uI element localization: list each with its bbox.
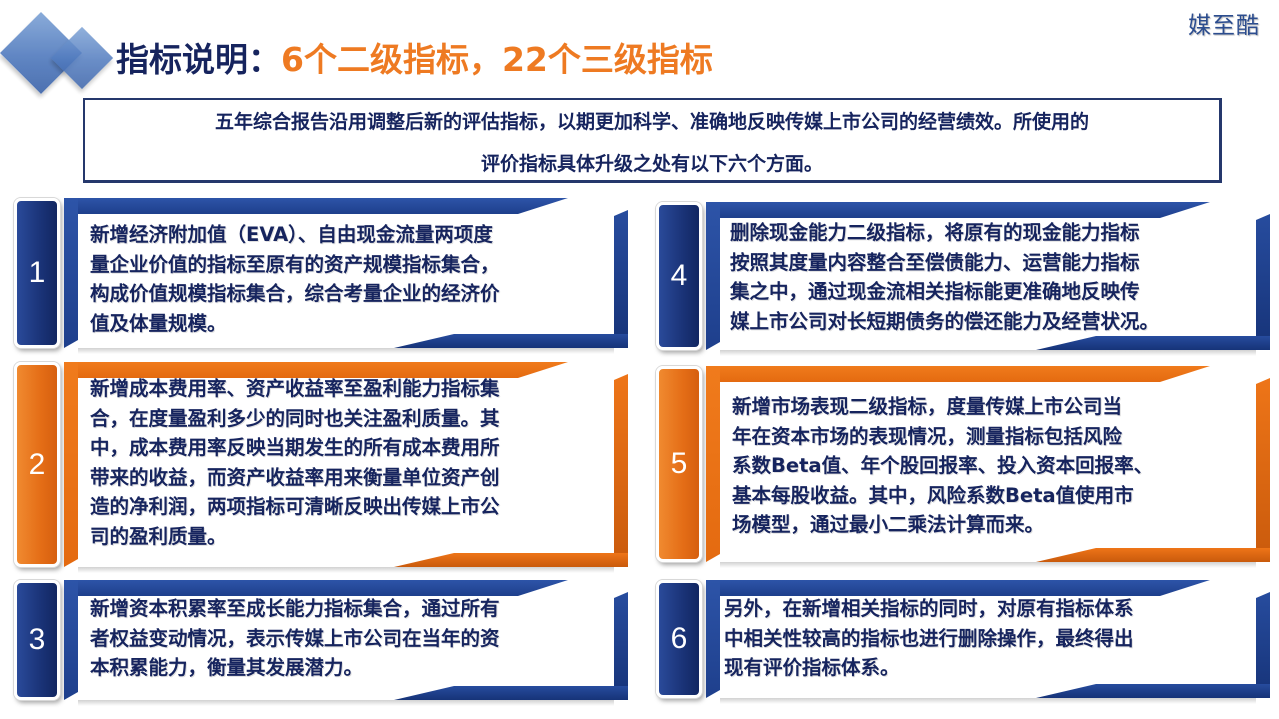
card-text: 新增市场表现二级指标，度量传媒上市公司当 年在资本市场的表现情况，测量指标包括风… (732, 392, 1250, 540)
card-text: 另外，在新增相关指标的同时，对原有指标体系 中相关性较高的指标也进行删除操作，最… (724, 594, 1250, 683)
card-line: 中相关性较高的指标也进行删除操作，最终得出 (724, 626, 1134, 650)
card-line: 带来的收益，而资产收益率用来衡量单位资产创 (90, 465, 500, 489)
card-number-badge: 1 (14, 198, 60, 348)
card-frame: 新增经济附加值（EVA）、自由现金流量两项度 量企业价值的指标至原有的资产规模指… (64, 198, 628, 354)
brand-logo: 媒至酷 (1188, 13, 1260, 39)
card-number-badge: 4 (656, 202, 702, 350)
card-line: 新增成本费用率、资产收益率至盈利能力指标集 (90, 377, 500, 400)
card-line: 系数Beta值、年个股回报率、投入资本回报率、 (732, 454, 1154, 477)
indicator-card-2: 2 新增成本费用率、资产收益率至盈利能力指标集 合，在度量盈利多少的同时也关注盈… (14, 362, 628, 573)
title-highlight: 6个二级指标，22个三级指标 (281, 40, 713, 79)
page-title: 指标说明：6个二级指标，22个三级指标 (116, 38, 713, 82)
card-frame: 新增成本费用率、资产收益率至盈利能力指标集 合，在度量盈利多少的同时也关注盈利质… (64, 362, 628, 573)
indicator-card-5: 5 新增市场表现二级指标，度量传媒上市公司当 年在资本市场的表现情况，测量指标包… (656, 366, 1270, 568)
card-line: 集之中，通过现金流相关指标能更准确地反映传 (730, 280, 1140, 303)
card-line: 本积累能力，衡量其发展潜力。 (90, 656, 364, 679)
title-prefix: 指标说明： (116, 40, 281, 79)
card-line: 基本每股收益。其中，风险系数Beta值使用市 (732, 483, 1134, 507)
card-text: 删除现金能力二级指标，将原有的现金能力指标 按照其度量内容整合至偿债能力、运营能… (730, 218, 1250, 336)
card-frame: 另外，在新增相关指标的同时，对原有指标体系 中相关性较高的指标也进行删除操作，最… (706, 580, 1270, 704)
card-line: 合，在度量盈利多少的同时也关注盈利质量。其 (90, 406, 500, 430)
card-text: 新增成本费用率、资产收益率至盈利能力指标集 合，在度量盈利多少的同时也关注盈利质… (90, 374, 608, 551)
card-line: 媒上市公司对长短期债务的偿还能力及经营状况。 (730, 309, 1160, 333)
card-number-badge: 5 (656, 366, 702, 562)
card-line: 删除现金能力二级指标，将原有的现金能力指标 (730, 221, 1140, 244)
card-line: 构成价值规模指标集合，综合考量企业的经济价 (90, 282, 500, 305)
card-line: 年在资本市场的表现情况，测量指标包括风险 (732, 424, 1123, 448)
card-line: 量企业价值的指标至原有的资产规模指标集合， (90, 252, 500, 276)
card-number-badge: 2 (14, 362, 60, 567)
card-frame: 新增资本积累率至成长能力指标集合，通过所有 者权益变动情况，表示传媒上市公司在当… (64, 580, 628, 706)
card-text: 新增经济附加值（EVA）、自由现金流量两项度 量企业价值的指标至原有的资产规模指… (90, 220, 608, 338)
card-line: 新增资本积累率至成长能力指标集合，通过所有 (90, 597, 500, 620)
card-text: 新增资本积累率至成长能力指标集合，通过所有 者权益变动情况，表示传媒上市公司在当… (90, 594, 608, 683)
card-line: 司的盈利质量。 (90, 524, 227, 548)
card-line: 新增经济附加值（EVA）、自由现金流量两项度 (90, 223, 493, 246)
card-number-badge: 3 (14, 580, 60, 700)
intro-box: 五年综合报告沿用调整后新的评估指标，以期更加科学、准确地反映传媒上市公司的经营绩… (83, 98, 1222, 183)
indicator-card-4: 4 删除现金能力二级指标，将原有的现金能力指标 按照其度量内容整合至偿债能力、运… (656, 202, 1270, 356)
card-line: 值及体量规模。 (90, 311, 227, 335)
card-line: 另外，在新增相关指标的同时，对原有指标体系 (724, 597, 1134, 620)
card-line: 按照其度量内容整合至偿债能力、运营能力指标 (730, 250, 1140, 274)
card-line: 新增市场表现二级指标，度量传媒上市公司当 (732, 395, 1123, 418)
card-line: 者权益变动情况，表示传媒上市公司在当年的资 (90, 626, 500, 650)
card-number-badge: 6 (656, 580, 702, 698)
indicator-card-6: 6 另外，在新增相关指标的同时，对原有指标体系 中相关性较高的指标也进行删除操作… (656, 580, 1270, 704)
card-line: 造的净利润，两项指标可清晰反映出传媒上市公 (90, 495, 500, 518)
indicator-card-1: 1 新增经济附加值（EVA）、自由现金流量两项度 量企业价值的指标至原有的资产规… (14, 198, 628, 354)
indicator-card-3: 3 新增资本积累率至成长能力指标集合，通过所有 者权益变动情况，表示传媒上市公司… (14, 580, 628, 706)
card-line: 现有评价指标体系。 (724, 656, 900, 679)
card-frame: 删除现金能力二级指标，将原有的现金能力指标 按照其度量内容整合至偿债能力、运营能… (706, 202, 1270, 356)
intro-line: 评价指标具体升级之处有以下六个方面。 (480, 153, 823, 175)
intro-line: 五年综合报告沿用调整后新的评估指标，以期更加科学、准确地反映传媒上市公司的经营绩… (214, 111, 1089, 133)
diamond-decoration-icon (0, 11, 120, 104)
card-frame: 新增市场表现二级指标，度量传媒上市公司当 年在资本市场的表现情况，测量指标包括风… (706, 366, 1270, 568)
card-line: 场模型，通过最小二乘法计算而来。 (732, 513, 1045, 536)
card-line: 中，成本费用率反映当期发生的所有成本费用所 (90, 436, 500, 459)
